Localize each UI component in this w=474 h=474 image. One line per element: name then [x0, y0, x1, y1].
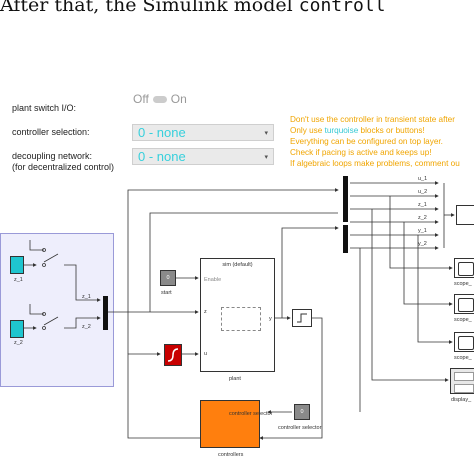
bus-signal-label: y_2: [418, 241, 427, 247]
step-block[interactable]: [292, 309, 312, 327]
z1-source-block[interactable]: [10, 256, 24, 274]
chevron-down-icon: ▾: [264, 129, 268, 137]
controller-selector-value: 0: [300, 409, 304, 415]
input-mux-block[interactable]: [103, 296, 108, 330]
z1-signal-label: z_1: [82, 294, 91, 300]
note-text: Only use: [290, 126, 325, 135]
display-field: [454, 372, 474, 381]
plant-port-y: y: [269, 316, 272, 322]
output-bus-block-2[interactable]: [343, 225, 348, 253]
display-label: display_: [451, 397, 472, 403]
decoupling-label-line2: (for decentralized control): [12, 162, 115, 172]
ramp-block[interactable]: [164, 344, 182, 366]
header-text-prefix: After that, the Simulink model: [0, 0, 293, 16]
plant-subsystem-block[interactable]: sim (default) Enable z y u: [200, 258, 275, 372]
bus-signal-label: u_2: [418, 189, 428, 195]
plant-title: sim (default): [222, 262, 253, 268]
scope-block[interactable]: [454, 332, 474, 352]
scope-block[interactable]: [454, 258, 474, 278]
controller-selection-label: controller selection:: [12, 127, 90, 137]
plant-label: plant: [229, 376, 241, 382]
plant-inner-icon: [221, 307, 261, 331]
display-field: [454, 384, 474, 393]
scope-icon: [458, 336, 474, 350]
controllers-title: controller selector: [229, 411, 273, 417]
z1-block-label: z_1: [14, 277, 23, 283]
turquoise-word: turquoise: [324, 126, 359, 135]
workspace-output-block[interactable]: [456, 205, 474, 225]
z2-signal-label: z_2: [82, 324, 91, 330]
controllers-subsystem-block[interactable]: controller selector: [200, 400, 272, 448]
controllers-label: controllers: [218, 452, 244, 458]
scope-block[interactable]: [454, 294, 474, 314]
toggle-on-label: On: [170, 92, 187, 106]
plant-enable-port: Enable: [204, 277, 222, 283]
note-line: Everything can be configured on top laye…: [290, 137, 443, 146]
bus-signal-label: y_1: [418, 228, 427, 234]
controller-selector-block[interactable]: 0: [294, 404, 310, 420]
note-line: If algebraic loops make problems, commen…: [290, 159, 460, 168]
header-code-text: controll: [298, 0, 386, 16]
z2-block-label: z_2: [14, 340, 23, 346]
start-constant-block[interactable]: 0: [160, 270, 176, 286]
display-block[interactable]: [450, 368, 474, 394]
page-header-text: After that, the Simulink model controll: [0, 0, 474, 28]
scope-label: scope_: [454, 281, 472, 287]
decoupling-label: decoupling network: (for decentralized c…: [12, 151, 114, 173]
note-line: Check if pacing is active and keeps up!: [290, 148, 432, 157]
note-line: Only use turquoise blocks or buttons!: [290, 125, 460, 136]
bus-signal-label: u_1: [418, 176, 428, 182]
controller-selection-dropdown[interactable]: 0 - none ▾: [132, 124, 274, 141]
chevron-down-icon: ▾: [264, 153, 268, 161]
start-label: start: [161, 290, 172, 296]
plant-switch-label: plant switch I/O:: [12, 103, 77, 113]
scope-label: scope_: [454, 355, 472, 361]
controller-selector-label: controller selector: [278, 425, 322, 431]
toggle-off-label: Off: [133, 92, 149, 106]
decoupling-label-line1: decoupling network:: [12, 151, 93, 161]
decoupling-dropdown[interactable]: 0 - none ▾: [132, 148, 274, 165]
controller-selection-value: 0 - none: [138, 125, 186, 140]
note-text: blocks or buttons!: [358, 126, 425, 135]
scope-label: scope_: [454, 317, 472, 323]
ramp-icon: [167, 348, 179, 362]
bus-signal-label: z_1: [418, 202, 427, 208]
note-line: Don't use the controller in transient st…: [290, 115, 455, 124]
scope-icon: [458, 262, 474, 276]
scope-icon: [458, 298, 474, 312]
start-value: 0: [166, 275, 170, 281]
z2-source-block[interactable]: [10, 320, 24, 338]
plant-port-z: z: [204, 309, 207, 315]
decoupling-value: 0 - none: [138, 149, 186, 164]
usage-notes: Don't use the controller in transient st…: [290, 114, 460, 169]
toggle-knob-icon[interactable]: [152, 95, 167, 103]
plant-port-u: u: [204, 351, 208, 357]
step-icon: [297, 313, 307, 323]
bus-signal-label: z_2: [418, 215, 427, 221]
plant-switch-toggle[interactable]: Off On: [133, 92, 187, 106]
output-bus-block-1[interactable]: [343, 176, 348, 222]
